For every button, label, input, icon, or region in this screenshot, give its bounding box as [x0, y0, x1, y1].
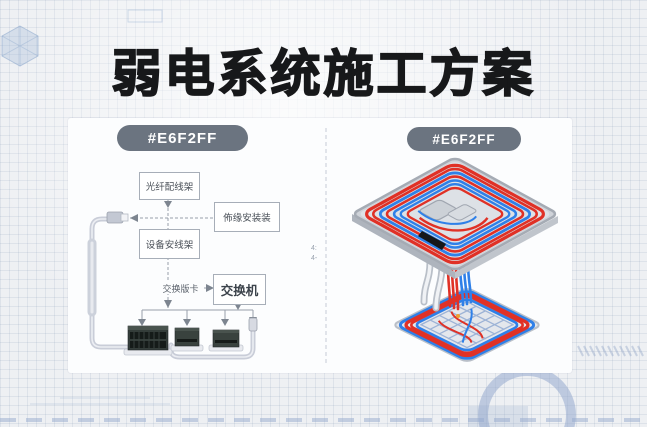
divider-note-top: 4: [311, 245, 317, 252]
sketch-rect-watermark [127, 9, 163, 23]
divider-note-bottom: 4- [311, 255, 318, 262]
bracket-kit-box: 佈缘安装装 [214, 202, 280, 232]
fiber-frame-box: 光纤配线架 [139, 172, 200, 200]
switch-tag-label: 交换版卡 [157, 282, 204, 294]
page-title: 弱电系统施工方案 [111, 45, 536, 103]
switch-box: 交换机 [213, 274, 266, 305]
rect-watermark [468, 406, 528, 427]
circle-watermark-icon [478, 366, 576, 427]
equipment-rack-box: 设备安线架 [139, 229, 200, 259]
hatch-pattern [577, 345, 644, 357]
sketch-lines [30, 397, 170, 405]
left-panel-header-pill: #E6F2FF [117, 125, 248, 151]
right-panel-header-pill: #E6F2FF [407, 127, 521, 151]
